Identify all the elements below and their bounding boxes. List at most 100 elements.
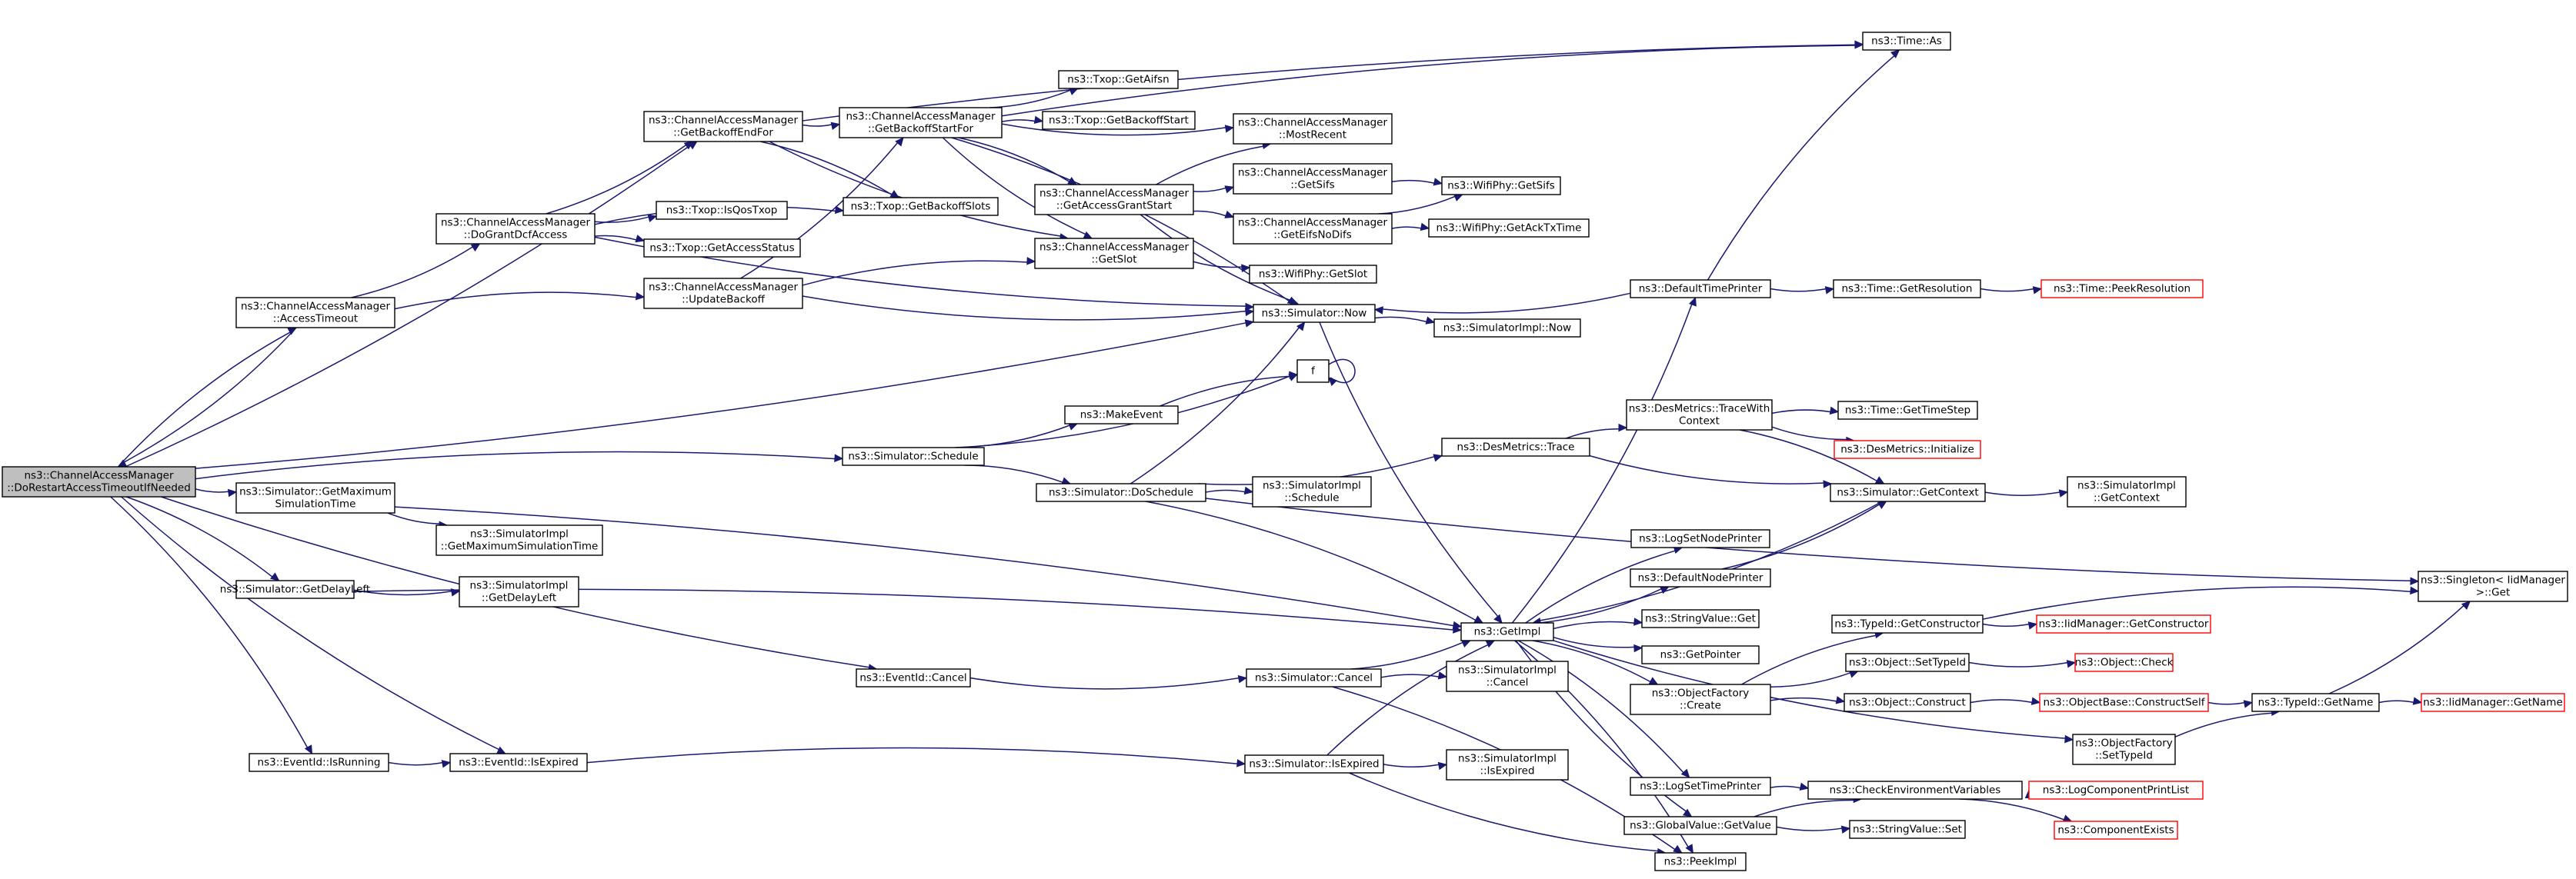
node-iidGetName[interactable]: ns3::IidManager::GetName (2421, 693, 2565, 712)
node-getBackoffStart[interactable]: ns3::ChannelAccessManager::GetBackoffSta… (839, 107, 1003, 138)
node-getMaxSim[interactable]: ns3::Simulator::GetMaximumSimulationTime (235, 482, 395, 514)
node-strSet[interactable]: ns3::StringValue::Set (1849, 820, 1966, 839)
node-accessTimeout[interactable]: ns3::ChannelAccessManager::AccessTimeout (235, 297, 395, 328)
node-txopQos[interactable]: ns3::Txop::IsQosTxop (656, 201, 788, 220)
node-wifiSifs[interactable]: ns3::WifiPhy::GetSifs (1441, 176, 1561, 195)
node-mostRecent[interactable]: ns3::ChannelAccessManager::MostRecent (1233, 113, 1393, 145)
node-doGrant[interactable]: ns3::ChannelAccessManager::DoGrantDcfAcc… (435, 213, 596, 245)
node-cGetSlot[interactable]: ns3::ChannelAccessManager::GetSlot (1034, 238, 1194, 269)
edge-line (1381, 292, 1631, 314)
node-desInit[interactable]: ns3::DesMetrics::Initialize (1834, 440, 1981, 459)
node-iidGetCtor[interactable]: ns3::IidManager::GetConstructor (2036, 614, 2211, 634)
node-makeEvent[interactable]: ns3::MakeEvent (1064, 405, 1179, 425)
node-simGetContext[interactable]: ns3::Simulator::GetContext (1830, 483, 1986, 502)
node-isExpired[interactable]: ns3::EventId::IsExpired (449, 753, 588, 772)
edge-getAccessGrant-to-getEifs (1193, 210, 1235, 218)
node-isRunning[interactable]: ns3::EventId::IsRunning (249, 753, 389, 772)
node-txopAifsn[interactable]: ns3::Txop::GetAifsn (1058, 70, 1179, 89)
node-defTimePrinter[interactable]: ns3::DefaultTimePrinter (1630, 279, 1771, 298)
node-label: ::GetBackoffEndFor (673, 127, 773, 139)
node-implIsExpired[interactable]: ns3::SimulatorImpl::IsExpired (1446, 749, 1569, 781)
node-txopBackoffSlots[interactable]: ns3::Txop::GetBackoffSlots (843, 197, 999, 216)
node-implDelayLeft[interactable]: ns3::SimulatorImpl::GetDelayLeft (459, 576, 579, 608)
node-simSchedule[interactable]: ns3::Simulator::Schedule (842, 447, 985, 466)
node-logCompList[interactable]: ns3::LogComponentPrintList (2028, 781, 2204, 800)
node-getBackoffEnd[interactable]: ns3::ChannelAccessManager::GetBackoffEnd… (643, 111, 803, 142)
edge-arrowhead (1243, 486, 1254, 495)
node-txopBackoffStart[interactable]: ns3::Txop::GetBackoffStart (1042, 111, 1196, 130)
node-objCreate[interactable]: ns3::ObjectFactory::Create (1630, 684, 1771, 715)
node-compExists[interactable]: ns3::ComponentExists (2054, 821, 2178, 840)
node-updateBackoff[interactable]: ns3::ChannelAccessManager::UpdateBackoff (643, 278, 803, 309)
node-strGet[interactable]: ns3::StringValue::Get (1641, 609, 1760, 628)
edge-arrowhead (1877, 501, 1887, 510)
node-getEifs[interactable]: ns3::ChannelAccessManager::GetEifsNoDifs (1233, 213, 1393, 245)
edge-arrowhead (1236, 759, 1246, 767)
node-logTime[interactable]: ns3::LogSetTimePrinter (1630, 777, 1771, 796)
node-objSetTypeId[interactable]: ns3::Object::SetTypeId (1845, 653, 1970, 672)
node-singleton[interactable]: ns3::Singleton< IidManager >::Get (2418, 571, 2568, 602)
node-doSchedule[interactable]: ns3::Simulator::DoSchedule (1036, 483, 1206, 502)
edge-arrowhead (1026, 257, 1036, 265)
node-simCancel[interactable]: ns3::Simulator::Cancel (1246, 668, 1382, 688)
node-peekImpl[interactable]: ns3::PeekImpl (1654, 852, 1747, 871)
node-peekRes[interactable]: ns3::Time::PeekResolution (2040, 279, 2204, 298)
node-implCancel[interactable]: ns3::SimulatorImpl::Cancel (1446, 661, 1569, 692)
node-box (1036, 483, 1206, 502)
node-getSifs[interactable]: ns3::ChannelAccessManager::GetSifs (1233, 163, 1393, 195)
node-simNow[interactable]: ns3::Simulator::Now (1253, 304, 1376, 323)
node-timeAs[interactable]: ns3::Time::As (1862, 32, 1951, 51)
node-label: ::SetTypeId (2095, 750, 2153, 762)
node-box (1042, 111, 1196, 130)
node-getAccessGrant[interactable]: ns3::ChannelAccessManager::GetAccessGran… (1034, 184, 1194, 215)
node-objConstruct[interactable]: ns3::Object::Construct (1844, 693, 1971, 712)
node-getDelayLeft[interactable]: ns3::Simulator::GetDelayLeft (220, 580, 370, 599)
node-defNode[interactable]: ns3::DefaultNodePrinter (1630, 568, 1771, 588)
node-label: ns3::Txop::GetAccessStatus (649, 242, 794, 255)
node-wifiSlot[interactable]: ns3::WifiPhy::GetSlot (1249, 265, 1377, 284)
edge-line (586, 747, 1239, 765)
node-getImpl[interactable]: ns3::GetImpl (1460, 622, 1554, 641)
edge-line (1553, 636, 1636, 648)
edge-simSchedule-to-makeEvent (957, 422, 1079, 448)
node-label: ns3::Time::PeekResolution (2054, 283, 2191, 295)
edge-arrowhead (1425, 316, 1436, 325)
node-checkEnv[interactable]: ns3::CheckEnvironmentVariables (1807, 781, 2023, 800)
edge-isExpired-to-simIsExpired (586, 747, 1246, 767)
node-label: ns3::SimulatorImpl (470, 528, 569, 541)
node-label: ::Create (1680, 700, 1721, 712)
node-root[interactable]: ns3::ChannelAccessManager::DoRestartAcce… (2, 466, 196, 498)
node-wifiAck[interactable]: ns3::WifiPhy::GetAckTxTime (1428, 218, 1590, 238)
node-globalGet[interactable]: ns3::GlobalValue::GetValue (1623, 816, 1777, 835)
node-implNow[interactable]: ns3::SimulatorImpl::Now (1433, 318, 1581, 338)
node-implSchedule[interactable]: ns3::SimulatorImpl::Schedule (1252, 476, 1372, 508)
node-txopAccess[interactable]: ns3::Txop::GetAccessStatus (643, 238, 801, 258)
edge-line (1770, 697, 1838, 702)
node-label: ns3::SimulatorImpl (1458, 753, 1557, 765)
node-getPointer[interactable]: ns3::GetPointer (1641, 645, 1760, 664)
node-getRes[interactable]: ns3::Time::GetResolution (1833, 279, 1981, 298)
node-logNode[interactable]: ns3::LogSetNodePrinter (1630, 529, 1770, 548)
node-label: ns3::DefaultNodePrinter (1638, 572, 1763, 584)
node-implGetContext[interactable]: ns3::SimulatorImpl::GetContext (2067, 476, 2187, 508)
node-label: ns3::ObjectBase::ConstructSelf (2044, 697, 2206, 709)
node-objCheck[interactable]: ns3::Object::Check (2074, 653, 2174, 672)
node-getTimeStep[interactable]: ns3::Time::GetTimeStep (1837, 401, 1978, 420)
node-simIsExpired[interactable]: ns3::Simulator::IsExpired (1244, 754, 1384, 774)
node-label: ns3::PeekImpl (1664, 856, 1737, 868)
node-f[interactable]: f (1296, 359, 1330, 383)
node-typeGetCtor[interactable]: ns3::TypeId::GetConstructor (1831, 614, 1984, 634)
node-eventCancel[interactable]: ns3::EventId::Cancel (856, 668, 971, 688)
edge-f-to-f (1328, 358, 1356, 387)
node-implMaxSim[interactable]: ns3::SimulatorImpl::GetMaximumSimulation… (435, 524, 603, 556)
node-constructSelf[interactable]: ns3::ObjectBase::ConstructSelf (2039, 693, 2209, 712)
node-label: ns3::Object::SetTypeId (1849, 657, 1966, 669)
node-desTrace[interactable]: ns3::DesMetrics::Trace (1441, 438, 1590, 457)
edge-getImpl-to-logTime (1517, 640, 1690, 778)
edge-line (1968, 661, 2069, 668)
edge-getEifs-to-wifiAck (1391, 222, 1430, 231)
node-factSetTypeId[interactable]: ns3::ObjectFactory::SetTypeId (2072, 734, 2176, 765)
edge-logTime-to-checkEnv (1770, 782, 1810, 791)
node-typeGetName[interactable]: ns3::TypeId::GetName (2251, 693, 2380, 712)
